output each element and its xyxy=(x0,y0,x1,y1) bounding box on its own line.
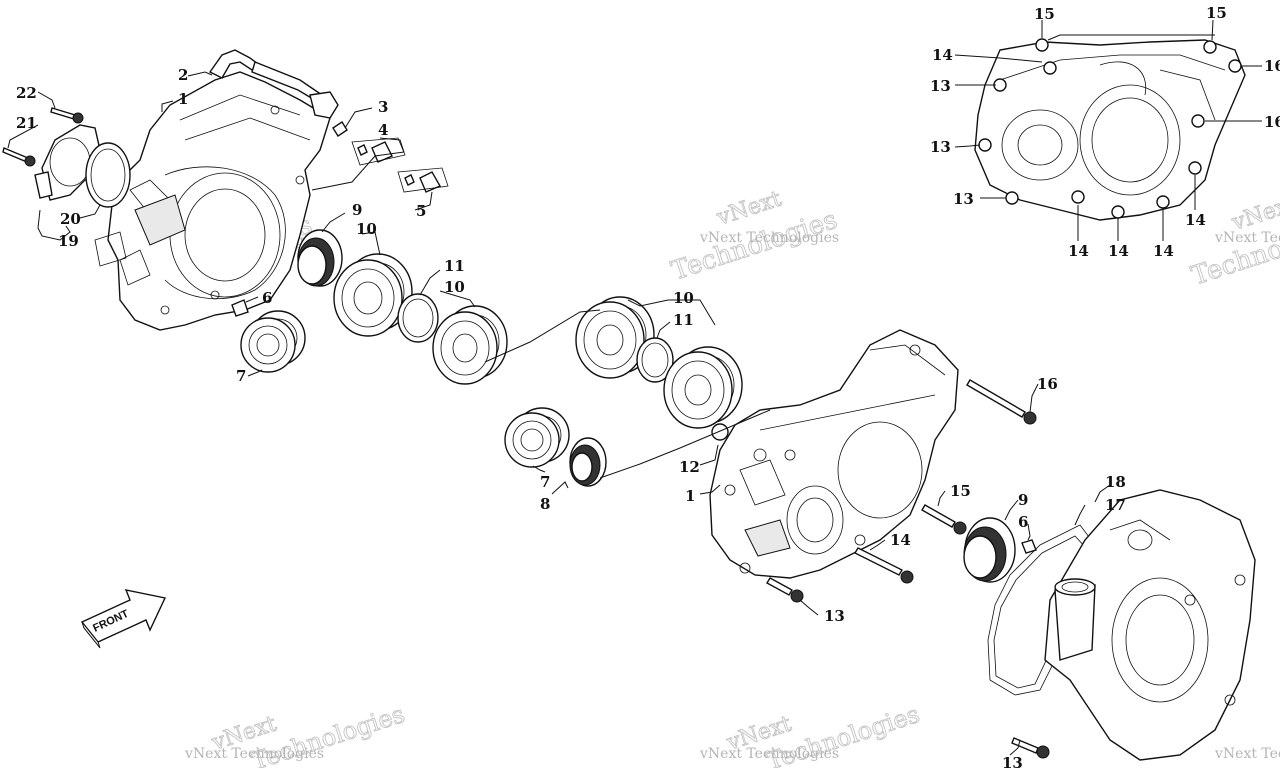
watermark-text: vNext Technologies xyxy=(699,230,839,246)
watermark-center: vNext Technologies vNext Technologies xyxy=(667,186,841,287)
watermark-text: vNext Technologies xyxy=(1214,230,1280,246)
watermark-text: vNext Technologies xyxy=(699,746,839,762)
callout-label: 10 xyxy=(444,278,465,296)
callout-label: 16 xyxy=(1037,375,1058,393)
callout-label: 22 xyxy=(16,84,37,102)
callout-label: 13 xyxy=(824,607,845,625)
callout-label: 15 xyxy=(950,482,971,500)
callout-label: 12 xyxy=(679,458,700,476)
callout-label: 11 xyxy=(444,257,465,275)
left-dowel-and-bearing xyxy=(231,299,306,373)
callout-label: 10 xyxy=(356,220,377,238)
center-bolts xyxy=(766,379,1050,759)
callout-label: 7 xyxy=(540,473,550,491)
right-crankcase-half xyxy=(709,329,959,579)
callout-label: 9 xyxy=(1018,491,1028,509)
callout-label: 14 xyxy=(1153,242,1174,260)
front-arrow: FRONT xyxy=(80,589,167,649)
callout-label: 14 xyxy=(1185,211,1206,229)
callout-label: 13 xyxy=(1002,754,1023,768)
watermark-text: vNext Technologies xyxy=(184,746,324,762)
callout-label: 6 xyxy=(1018,513,1028,531)
callout-label: 10 xyxy=(673,289,694,307)
callout-label: 1 xyxy=(685,487,695,505)
callout-label: 17 xyxy=(1105,496,1126,514)
callout-label: 6 xyxy=(262,289,272,307)
callout-labels: 2 1 3 4 5 22 21 20 19 6 7 9 10 11 10 10 … xyxy=(16,4,1280,768)
callout-label: 14 xyxy=(932,46,953,64)
center-bearings xyxy=(504,296,743,487)
callout-label: 3 xyxy=(378,98,388,116)
water-pump-cover-assembly xyxy=(2,107,131,208)
watermark-right: vNext Technologies vNext Technologies xyxy=(1187,191,1280,292)
callout-label: 13 xyxy=(930,138,951,156)
callout-label: 18 xyxy=(1105,473,1126,491)
small-fittings xyxy=(332,121,449,193)
clutch-cover-and-gasket xyxy=(987,489,1256,761)
left-seal-bearings xyxy=(297,229,508,385)
callout-label: 14 xyxy=(1108,242,1129,260)
callout-label: 13 xyxy=(930,77,951,95)
callout-label: 21 xyxy=(16,114,37,132)
callout-label: 1 xyxy=(178,90,188,108)
callout-label: 7 xyxy=(236,367,246,385)
right-seal-dowel xyxy=(963,517,1037,583)
callout-label: 19 xyxy=(58,232,79,250)
callout-label: 8 xyxy=(540,495,550,513)
callout-label: 15 xyxy=(1206,4,1227,22)
callout-label: 2 xyxy=(178,66,188,84)
breather-tube xyxy=(208,49,339,119)
inset-crankcase-view xyxy=(974,38,1246,221)
callout-label: 11 xyxy=(673,311,694,329)
callout-label: 20 xyxy=(60,210,81,228)
callout-label: 9 xyxy=(352,201,362,219)
callout-label: 16 xyxy=(1264,113,1280,131)
leader-lines xyxy=(7,19,1262,756)
callout-label: 14 xyxy=(1068,242,1089,260)
left-crankcase-half xyxy=(94,71,331,331)
callout-label: 16 xyxy=(1264,57,1280,75)
callout-label: 13 xyxy=(953,190,974,208)
callout-label: 5 xyxy=(416,202,426,220)
callout-label: 14 xyxy=(890,531,911,549)
watermark-text: vNext Technologies xyxy=(1214,746,1280,762)
callout-label: 15 xyxy=(1034,5,1055,23)
callout-label: 4 xyxy=(378,121,388,139)
